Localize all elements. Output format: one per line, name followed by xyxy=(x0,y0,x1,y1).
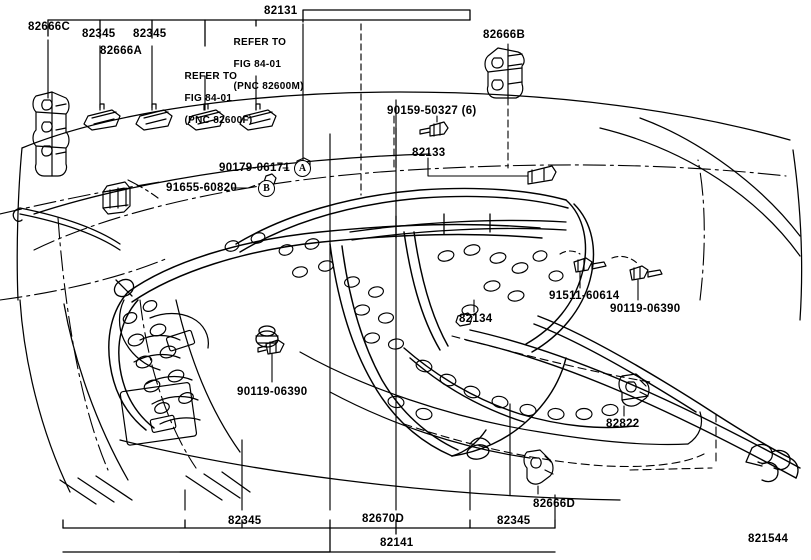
part-icon-90119-06390-left xyxy=(257,339,285,355)
part-icon-91511-60614 xyxy=(573,257,607,273)
label-90159-50327: 90159-50327 (6) xyxy=(387,105,477,117)
tunnel-hidden-lines xyxy=(403,335,717,471)
figure-id: 821544 xyxy=(748,533,789,545)
part-icon-82133 xyxy=(527,165,557,185)
part-icon-82666A xyxy=(102,181,131,215)
label-82666B: 82666B xyxy=(483,29,526,41)
bottom-hatch-marks xyxy=(59,471,251,505)
label-91511-60614: 91511-60614 xyxy=(549,290,620,302)
refer-to-block-82600F: REFER TO FIG 84-01 (PNC 82600F) xyxy=(166,60,253,137)
refer-line-3: (PNC 82600M) xyxy=(233,81,304,92)
refer-to-block-82600M: REFER TO FIG 84-01 (PNC 82600M) xyxy=(215,26,304,103)
label-82134: 82134 xyxy=(459,313,493,325)
left-connector-blocks xyxy=(119,300,198,446)
part-icon-82134 xyxy=(455,312,473,327)
refer-line-3: (PNC 82600F) xyxy=(184,115,253,126)
part-icon-90159-50327 xyxy=(419,121,449,137)
label-91655-60820: 91655-60820 xyxy=(166,182,238,194)
bottom-leader-rails xyxy=(62,519,556,553)
floor-reference-lines xyxy=(57,217,197,471)
body-reference-lines xyxy=(0,159,787,301)
refer-line-2: FIG 84-01 xyxy=(233,59,282,70)
rear-wire-end xyxy=(745,443,791,483)
callout-82345-top-1: 82345 xyxy=(82,28,116,40)
marker-a-icon: A xyxy=(294,160,311,177)
top-leader-rails xyxy=(47,9,471,47)
vehicle-body-outline xyxy=(16,91,803,321)
part-icon-82666C xyxy=(32,91,70,177)
callout-82670D: 82670D xyxy=(362,513,405,525)
rear-wire-run xyxy=(533,315,791,459)
part-icon-refer-82600F xyxy=(187,103,225,131)
part-icon-82666D xyxy=(523,449,554,485)
callout-82141: 82141 xyxy=(380,537,414,549)
marker-b-icon: B xyxy=(258,180,275,197)
label-82822: 82822 xyxy=(606,418,640,430)
callout-82666A: 82666A xyxy=(100,45,143,57)
refer-line-2: FIG 84-01 xyxy=(184,93,233,104)
callout-82345-bottom-1: 82345 xyxy=(228,515,262,527)
center-connector-nodes xyxy=(224,232,564,350)
callout-82345-top-2: 82345 xyxy=(133,28,167,40)
grommet-lower xyxy=(466,437,491,460)
callout-82345-bottom-2: 82345 xyxy=(497,515,531,527)
part-icon-90119-06390-right xyxy=(629,265,663,281)
part-icon-82345-a xyxy=(83,103,121,131)
refer-line-1: REFER TO xyxy=(184,71,238,82)
bottom-drop-lines xyxy=(184,127,556,521)
floor-tunnel xyxy=(299,351,703,459)
label-82133: 82133 xyxy=(412,147,446,159)
part-icon-82345-b xyxy=(135,103,173,131)
front-long-wire xyxy=(12,207,121,251)
label-90119-06390-left: 90119-06390 xyxy=(237,386,308,398)
label-90179-06171: 90179-06171 xyxy=(219,162,291,174)
leader-lines xyxy=(127,43,639,495)
instrument-panel-harness-main xyxy=(108,187,595,457)
left-connector-cluster xyxy=(118,299,210,425)
callout-82131: 82131 xyxy=(264,5,298,17)
grommet-left xyxy=(113,278,135,298)
refer-line-1: REFER TO xyxy=(233,37,287,48)
part-icon-82666B xyxy=(484,47,525,99)
floorpan-outline xyxy=(19,299,621,501)
callout-82666D: 82666D xyxy=(533,498,576,510)
floor-connector-nodes xyxy=(387,359,619,421)
callout-82666C: 82666C xyxy=(28,21,71,33)
label-90119-06390-right: 90119-06390 xyxy=(610,303,681,315)
part-icon-82822 xyxy=(618,373,650,407)
part-icon-refer-82600M xyxy=(239,103,277,131)
